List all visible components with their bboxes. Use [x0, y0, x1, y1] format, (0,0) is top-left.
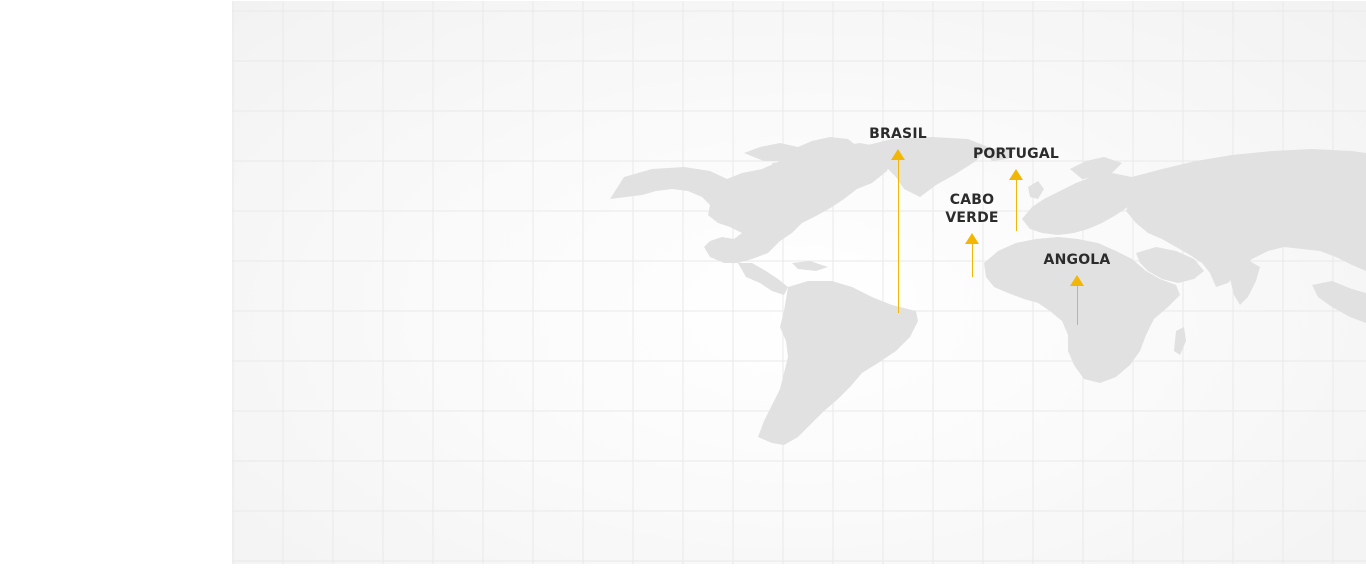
marker-label-portugal: PORTUGAL	[972, 146, 1060, 162]
marker-arrow-cabo-verde-icon	[965, 233, 979, 244]
europe	[1022, 173, 1160, 235]
marker-arrow-angola-icon	[1070, 275, 1084, 286]
world-map-panel: BRASIL PORTUGAL CABO VERDE ANGOLA	[232, 1, 1366, 564]
africa	[984, 237, 1180, 383]
marker-arrow-brasil-icon	[891, 149, 905, 160]
south-america	[758, 281, 918, 445]
marker-label-cabo-verde: CABO VERDE	[945, 192, 999, 226]
land-masses	[610, 137, 1366, 445]
map-grid	[232, 1, 1366, 564]
arctic-islands	[744, 137, 858, 161]
asia	[1126, 149, 1366, 287]
marker-stem-angola	[1076, 285, 1078, 325]
marker-stem-cabo-verde	[971, 243, 973, 277]
madagascar	[1174, 327, 1186, 355]
arabia	[1136, 247, 1204, 283]
india	[1230, 259, 1260, 305]
world-map	[232, 1, 1366, 564]
central-america	[738, 263, 788, 295]
marker-label-brasil: BRASIL	[869, 126, 927, 142]
marker-arrow-portugal-icon	[1009, 169, 1023, 180]
marker-stem-brasil	[897, 159, 899, 313]
british-isles	[1028, 181, 1044, 199]
marker-stem-portugal	[1015, 179, 1017, 231]
marker-label-angola: ANGOLA	[1043, 252, 1111, 268]
scandinavia	[1070, 157, 1122, 179]
iceland	[984, 147, 1014, 161]
